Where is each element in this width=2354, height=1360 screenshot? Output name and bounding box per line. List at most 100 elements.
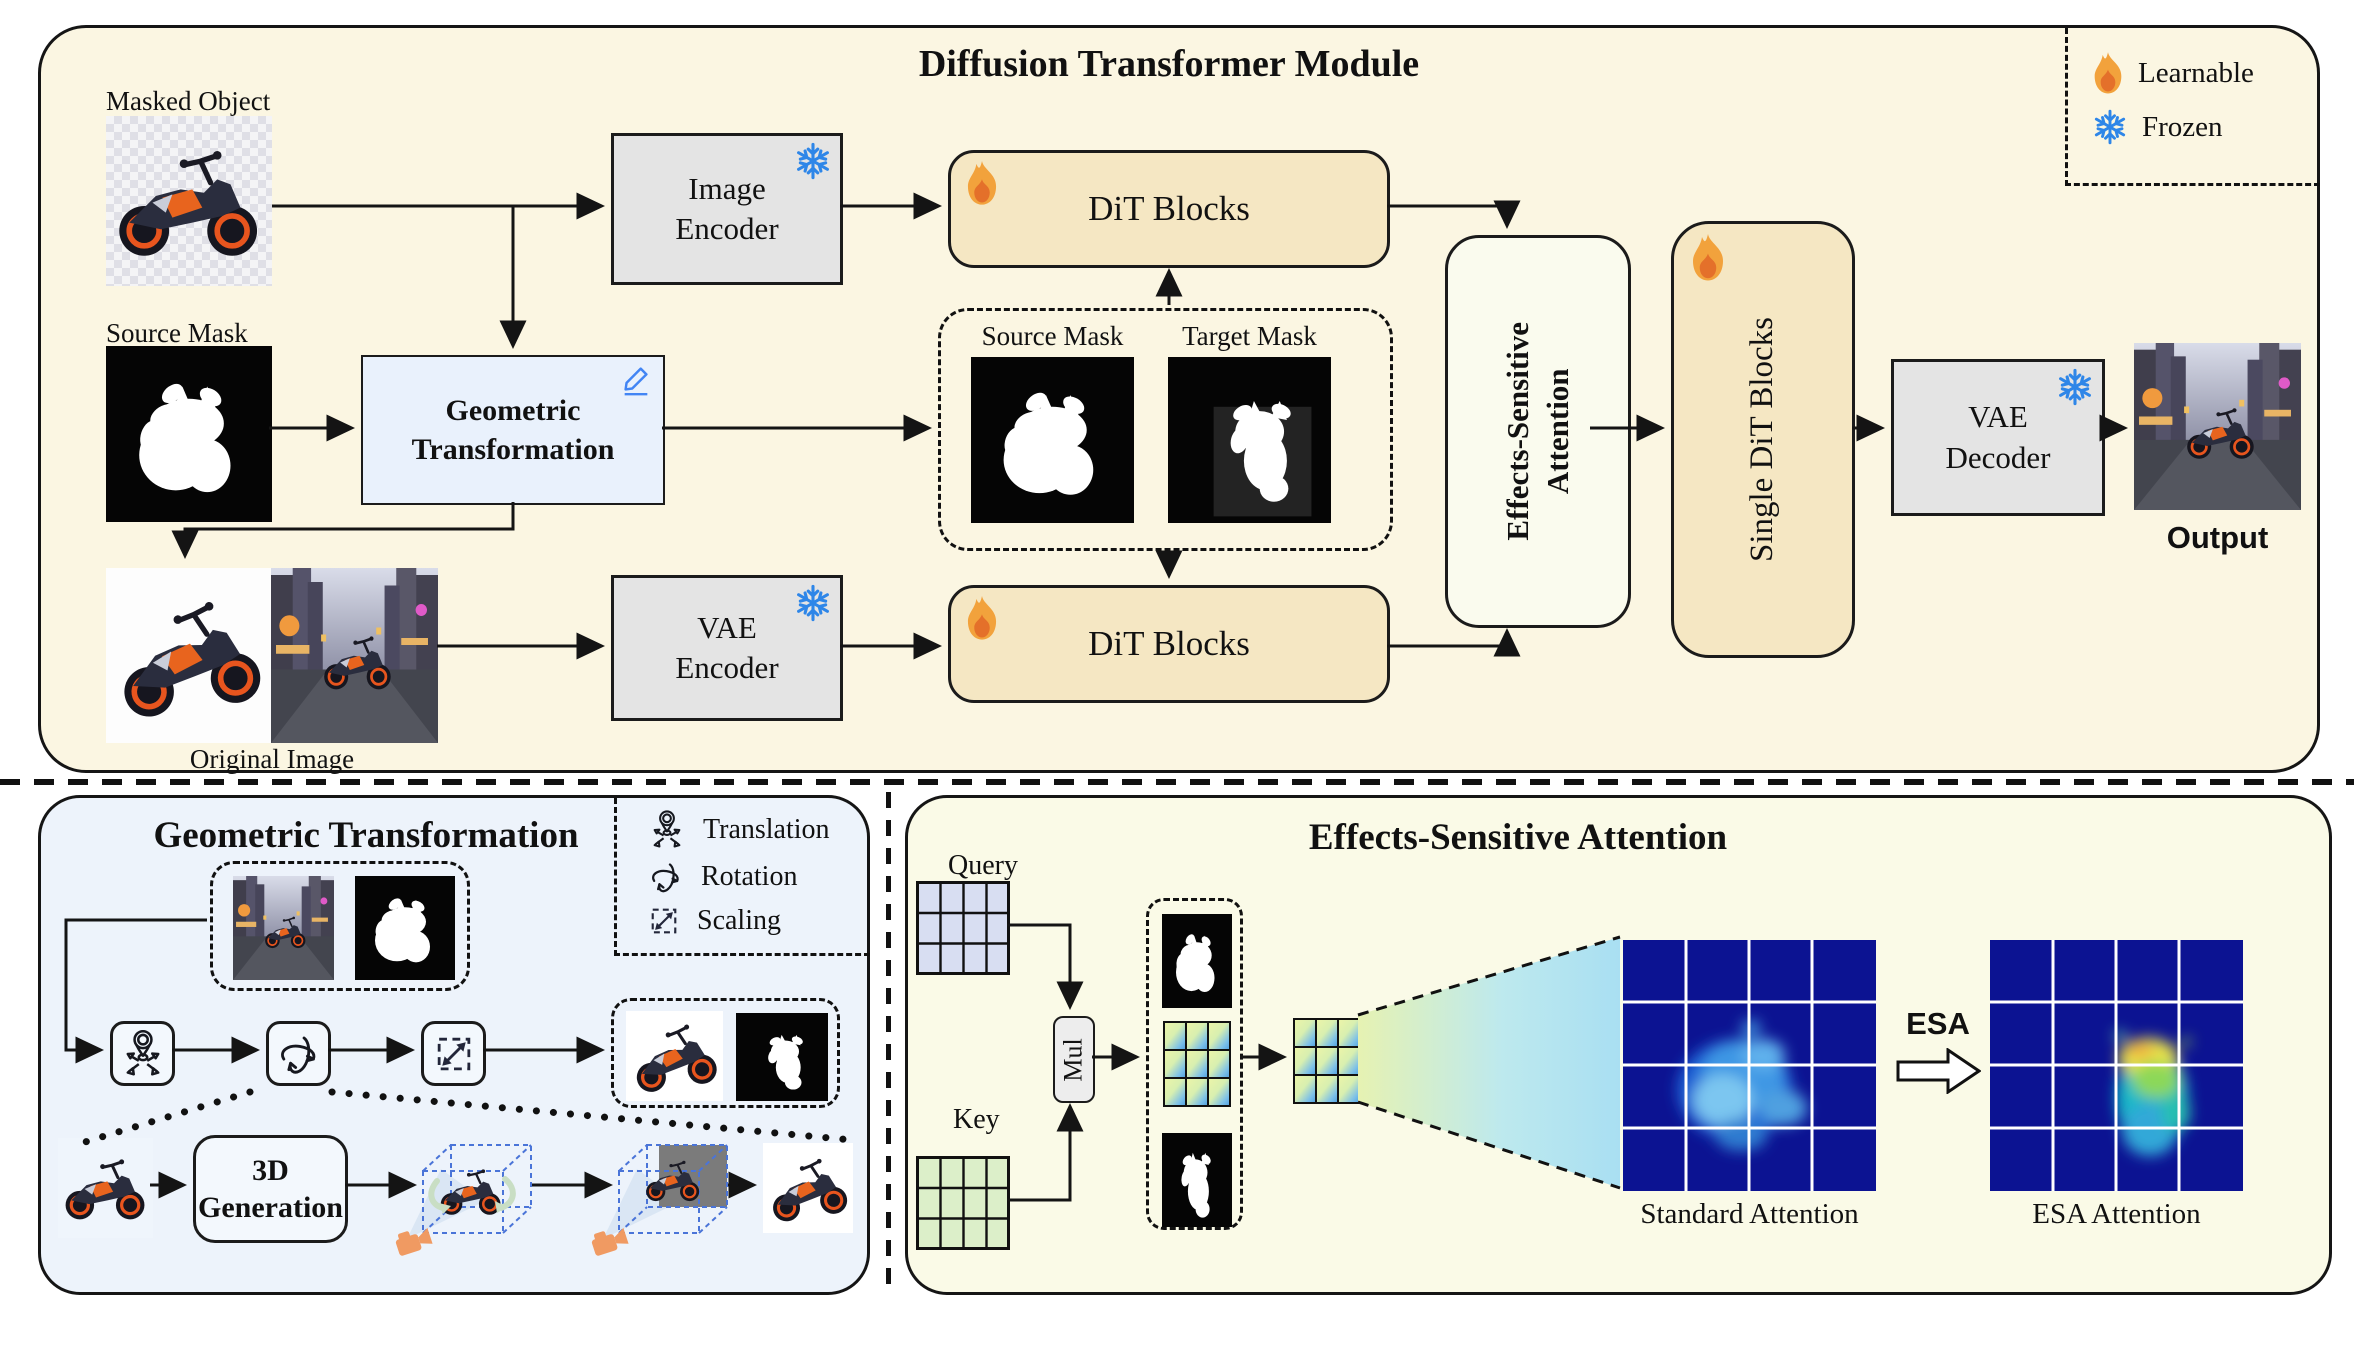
- standard-attention-heatmap: [1623, 940, 1876, 1191]
- gt-legend-rotation-row: Rotation: [645, 856, 870, 898]
- transformed-motorcycle: [106, 568, 271, 743]
- single-dit-blocks-label: Single DiT Blocks: [1744, 316, 1781, 563]
- geometric-transformation-block: Geometric Transformation: [361, 355, 665, 505]
- esa-attention-label: ESA Attention: [2032, 1198, 2201, 1230]
- gen-3d-label: 3D Generation: [198, 1153, 343, 1225]
- esa-attention-heatmap: [1990, 940, 2243, 1191]
- transformed-motorcycle: [626, 1011, 723, 1101]
- esa-arrow-label: ESA: [1906, 1006, 1970, 1041]
- translation-icon: [653, 810, 681, 848]
- dit-blocks-top-label: DiT Blocks: [1088, 189, 1250, 228]
- cube-render-stage: [589, 1144, 728, 1257]
- gt-input-street-image: [233, 876, 334, 980]
- legend-frozen-label: Frozen: [2142, 110, 2223, 143]
- vae-decoder-label: VAE Decoder: [1945, 399, 2051, 475]
- top-panel-title: Diffusion Transformer Module: [918, 43, 1420, 85]
- rotation-icon: [280, 1036, 315, 1074]
- esa-target-mask: [1162, 1133, 1232, 1227]
- masks-target-label: Target Mask: [1182, 321, 1317, 351]
- geometric-transformation-label: Geometric Transformation: [411, 394, 615, 466]
- gt-legend-rotation-label: Rotation: [701, 861, 798, 892]
- masked-attention-grid: [1293, 1018, 1361, 1104]
- gt-input-mask-image: [355, 876, 455, 980]
- masked-object-image: [106, 116, 272, 286]
- legend-learnable-row: Learnable: [2092, 52, 2320, 95]
- cube-rotation-stage: [393, 1144, 532, 1257]
- mask-blob: [1213, 357, 1312, 517]
- mask-blob: [106, 346, 272, 522]
- mask-blob: [736, 1013, 828, 1101]
- gt-3d-input-image: [58, 1138, 153, 1238]
- key-grid: [916, 1156, 1010, 1250]
- mul-block: Mul: [1053, 1016, 1095, 1103]
- diffusion-transformer-panel: Diffusion Transformer Module Masked Obje…: [38, 25, 2320, 774]
- gt-legend-box: Translation Rotation: [614, 798, 870, 956]
- masks-source-label: Source Mask: [981, 321, 1124, 351]
- esa-block-label: Effects-Sensitive Attention: [1499, 322, 1576, 541]
- original-image-label: Original Image: [189, 744, 355, 774]
- masked-object-label: Masked Object: [106, 86, 271, 116]
- frozen-icon: [794, 142, 832, 180]
- output-image: [2134, 343, 2301, 510]
- masks-target-image: [1168, 357, 1331, 523]
- rotation-icon: [652, 863, 679, 893]
- esa-block-arrow: [1896, 1048, 1981, 1094]
- legend-box: Learnable Frozen: [2065, 28, 2320, 186]
- source-mask-image: [106, 346, 272, 522]
- mask-blob: [355, 876, 455, 980]
- street-scene: [233, 876, 334, 980]
- standard-attention-label: Standard Attention: [1640, 1198, 1859, 1230]
- translation-icon: [126, 1029, 159, 1076]
- query-grid: [916, 881, 1010, 975]
- original-image-right: [271, 568, 438, 743]
- translation-step-box: [110, 1021, 175, 1086]
- motorcycle-image: [106, 116, 272, 286]
- frozen-icon: [794, 584, 832, 622]
- rotation-step-box: [266, 1021, 331, 1086]
- legend-learnable-label: Learnable: [2138, 57, 2254, 89]
- dit-blocks-bottom-label: DiT Blocks: [1088, 624, 1250, 663]
- vertical-dashed-separator: [886, 792, 891, 1288]
- frozen-icon: [2092, 109, 2128, 145]
- masks-source-image: [971, 357, 1134, 523]
- frozen-icon: [2056, 368, 2094, 406]
- gt-input-dashed-box: [210, 861, 470, 991]
- vae-encoder-label: VAE Encoder: [675, 609, 779, 685]
- single-dit-blocks: Single DiT Blocks: [1671, 221, 1855, 658]
- gt-3d-output-image: [763, 1143, 853, 1233]
- edit-pencil-icon: [624, 367, 648, 396]
- geometric-transformation-panel: Geometric Transformation Translation: [38, 795, 870, 1295]
- mask-blob: [1162, 914, 1232, 1008]
- street-scene: [2134, 343, 2301, 510]
- effects-sensitive-attention-panel: Effects-Sensitive Attention Query Key Mu…: [905, 795, 2332, 1295]
- gt-legend-scaling-label: Scaling: [697, 905, 781, 936]
- gt-legend-translation-label: Translation: [703, 814, 830, 845]
- horizontal-dashed-separator: [0, 779, 2354, 785]
- gt-output-mask-image: [736, 1013, 828, 1101]
- output-label: Output: [2166, 520, 2269, 555]
- esa-mask-stack-box: [1146, 898, 1243, 1230]
- esa-panel-title: Effects-Sensitive Attention: [1308, 817, 1728, 858]
- masks-dashed-box: Source Mask Target Mask: [938, 308, 1393, 551]
- image-encoder-block: Image Encoder: [611, 133, 843, 285]
- original-image-left: [106, 568, 271, 743]
- gt-output-dashed-box: [611, 998, 840, 1108]
- query-label: Query: [948, 850, 1018, 881]
- image-encoder-label: Image Encoder: [675, 170, 779, 246]
- street-scene: [271, 568, 438, 743]
- motorcycle-image: [58, 1138, 153, 1238]
- gt-panel-title: Geometric Transformation: [153, 815, 579, 856]
- key-label: Key: [953, 1104, 1000, 1135]
- scaling-icon: [437, 1037, 470, 1070]
- scaling-step-box: [421, 1021, 486, 1086]
- legend-frozen-row: Frozen: [2092, 109, 2320, 145]
- mask-blob: [971, 357, 1134, 523]
- gt-legend-scaling-row: Scaling: [645, 902, 870, 940]
- learnable-flame-icon: [965, 161, 999, 206]
- attention-grid-small: [1163, 1021, 1231, 1107]
- mul-label: Mul: [1059, 1037, 1088, 1082]
- learnable-flame-icon: [965, 596, 999, 641]
- vae-encoder-block: VAE Encoder: [611, 575, 843, 721]
- source-mask-label: Source Mask: [106, 318, 248, 348]
